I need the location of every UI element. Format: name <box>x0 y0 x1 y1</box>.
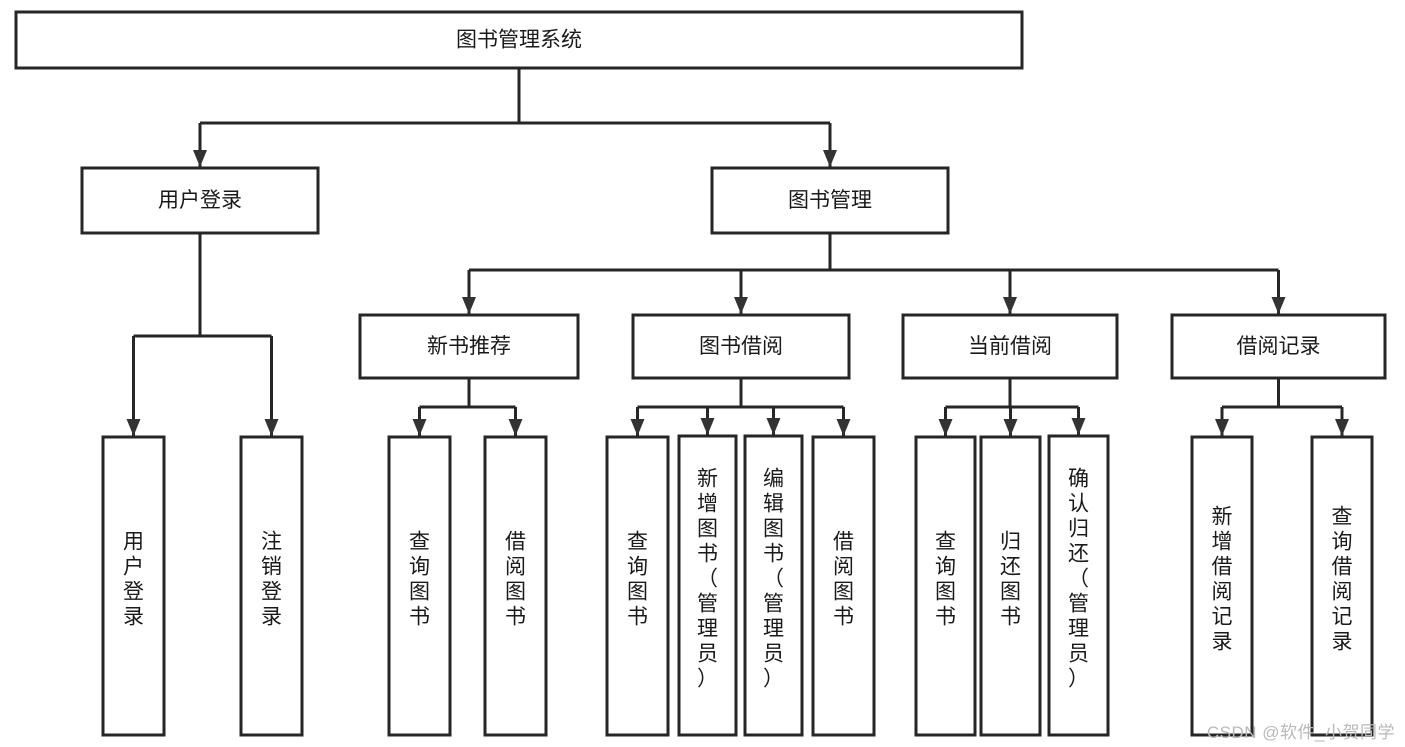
node-box-root <box>14 10 1024 70</box>
nodes-layer: 图书管理系统用户登录图书管理新书推荐图书借阅当前借阅借阅记录用户登录注销登录查询… <box>14 10 1387 737</box>
node-label-leaf-add-book: 新增图书（管理员） <box>697 468 718 691</box>
node-box-leaf-return-book <box>979 435 1042 737</box>
node-box-new-book-recommend <box>358 313 580 380</box>
node-root[interactable]: 图书管理系统 <box>14 10 1024 70</box>
node-leaf-add-record[interactable]: 新增借阅记录 <box>1190 435 1254 737</box>
arrow-head-icon <box>1271 297 1286 314</box>
node-box-user-login <box>80 166 320 235</box>
node-book-manage[interactable]: 图书管理 <box>710 166 950 235</box>
node-label-leaf-user-login: 用户登录 <box>123 531 144 629</box>
node-label-user-login: 用户登录 <box>158 189 242 212</box>
arrow-head-icon <box>630 419 645 436</box>
node-label-leaf-query-book-borrow: 查询图书 <box>627 531 648 629</box>
node-label-current-borrow: 当前借阅 <box>968 335 1052 358</box>
arrow-head-icon <box>1215 419 1229 436</box>
node-box-leaf-query-book-recommend <box>387 435 452 737</box>
node-label-leaf-logout: 注销登录 <box>261 531 282 629</box>
node-label-leaf-query-book-current: 查询图书 <box>935 531 956 629</box>
node-leaf-borrow-book[interactable]: 借阅图书 <box>811 435 876 737</box>
node-box-leaf-add-record <box>1190 435 1254 737</box>
node-label-leaf-return-book: 归还图书 <box>1000 531 1021 629</box>
node-box-leaf-logout <box>239 435 304 737</box>
node-label-leaf-borrow-book: 借阅图书 <box>833 531 854 629</box>
node-label-leaf-borrow-book-recommend: 借阅图书 <box>505 531 526 629</box>
arrow-head-icon <box>766 418 781 435</box>
node-box-leaf-query-book-current <box>914 435 977 737</box>
node-box-leaf-add-book <box>677 434 738 737</box>
arrow-head-icon <box>836 419 851 436</box>
node-leaf-user-login[interactable]: 用户登录 <box>101 435 166 737</box>
node-label-root: 图书管理系统 <box>456 29 582 52</box>
node-label-book-manage: 图书管理 <box>788 189 872 212</box>
node-book-borrow[interactable]: 图书借阅 <box>631 313 851 380</box>
arrow-head-icon <box>462 297 476 314</box>
node-leaf-query-book-current[interactable]: 查询图书 <box>914 435 977 737</box>
node-leaf-add-book[interactable]: 新增图书（管理员） <box>677 434 738 737</box>
node-user-login[interactable]: 用户登录 <box>80 166 320 235</box>
node-label-new-book-recommend: 新书推荐 <box>427 335 511 358</box>
node-label-leaf-add-record: 新增借阅记录 <box>1212 506 1233 654</box>
watermark-text: CSDN @软件_小贺同学 <box>1206 723 1395 742</box>
node-box-leaf-query-record <box>1310 435 1374 737</box>
node-leaf-return-book[interactable]: 归还图书 <box>979 435 1042 737</box>
node-box-book-manage <box>710 166 950 235</box>
arrow-head-icon <box>734 297 748 314</box>
arrow-head-icon <box>1003 419 1018 436</box>
node-leaf-borrow-book-recommend[interactable]: 借阅图书 <box>483 435 548 737</box>
node-leaf-edit-book[interactable]: 编辑图书（管理员） <box>743 434 804 737</box>
node-box-current-borrow <box>901 313 1119 380</box>
arrow-head-icon <box>1003 297 1017 314</box>
node-box-borrow-record <box>1170 313 1387 380</box>
node-box-leaf-user-login <box>101 435 166 737</box>
node-box-leaf-confirm-return <box>1047 434 1110 737</box>
node-box-leaf-query-book-borrow <box>605 435 670 737</box>
node-leaf-query-record[interactable]: 查询借阅记录 <box>1310 435 1374 737</box>
node-box-leaf-edit-book <box>743 434 804 737</box>
arrow-head-icon <box>700 418 715 435</box>
node-label-leaf-query-record: 查询借阅记录 <box>1332 506 1353 654</box>
node-label-leaf-edit-book: 编辑图书（管理员） <box>763 468 784 691</box>
arrow-head-icon <box>264 419 279 436</box>
arrow-head-icon <box>1335 419 1349 436</box>
node-label-borrow-record: 借阅记录 <box>1237 335 1321 358</box>
connectors-layer <box>126 68 1349 436</box>
node-current-borrow[interactable]: 当前借阅 <box>901 313 1119 380</box>
node-box-leaf-borrow-book <box>811 435 876 737</box>
node-box-leaf-borrow-book-recommend <box>483 435 548 737</box>
node-label-leaf-query-book-recommend: 查询图书 <box>409 531 430 629</box>
arrow-head-icon <box>1071 418 1086 435</box>
arrow-head-icon <box>938 419 953 436</box>
arrow-head-icon <box>193 150 207 167</box>
node-leaf-query-book-recommend[interactable]: 查询图书 <box>387 435 452 737</box>
arrow-head-icon <box>823 150 837 167</box>
node-leaf-logout[interactable]: 注销登录 <box>239 435 304 737</box>
node-borrow-record[interactable]: 借阅记录 <box>1170 313 1387 380</box>
node-label-leaf-confirm-return: 确认归还（管理员） <box>1068 468 1089 691</box>
node-label-book-borrow: 图书借阅 <box>699 335 783 358</box>
arrow-head-icon <box>412 419 427 436</box>
arrow-head-icon <box>126 419 141 436</box>
node-box-book-borrow <box>631 313 851 380</box>
node-new-book-recommend[interactable]: 新书推荐 <box>358 313 580 380</box>
node-leaf-confirm-return[interactable]: 确认归还（管理员） <box>1047 434 1110 737</box>
node-leaf-query-book-borrow[interactable]: 查询图书 <box>605 435 670 737</box>
arrow-head-icon <box>508 419 523 436</box>
